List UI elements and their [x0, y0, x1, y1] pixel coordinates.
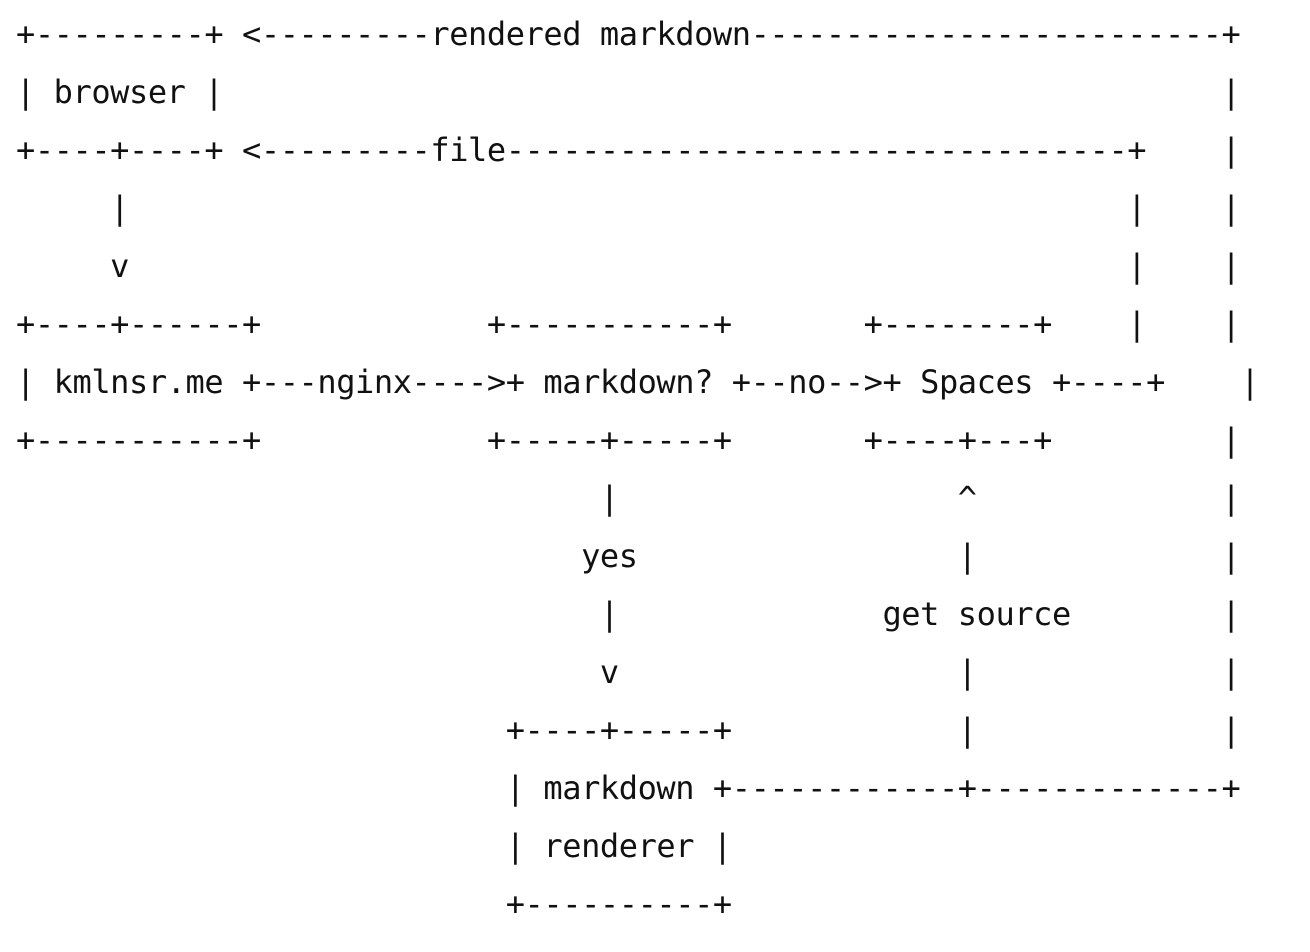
ascii-architecture-diagram: +---------+ <---------rendered markdown-… — [16, 5, 1260, 933]
diagram-line-renderer-label: | renderer | — [16, 827, 732, 865]
diagram-line-renderer-bottom: +----------+ — [16, 885, 732, 923]
diagram-line-arrow-to-renderer: v | | — [16, 653, 1241, 691]
diagram-line-connector: | | | — [16, 189, 1241, 227]
diagram-line-get-source-label: | get source | — [16, 595, 1241, 633]
diagram-line-boxes-top: +----+------+ +-----------+ +--------+ |… — [16, 305, 1241, 343]
diagram-line-main-flow: | kmlnsr.me +---nginx---->+ markdown? +-… — [16, 363, 1260, 401]
diagram-line-browser-top: +---------+ <---------rendered markdown-… — [16, 15, 1241, 53]
diagram-line-yes-label: yes | | — [16, 537, 1241, 575]
diagram-line-branch-connectors: | ^ | — [16, 479, 1241, 517]
diagram-line-renderer-top: +----+-----+ | | — [16, 711, 1241, 749]
diagram-line-browser-label: | browser | | — [16, 73, 1241, 111]
diagram-line-renderer-output: | markdown +------------+-------------+ — [16, 769, 1241, 807]
diagram-line-browser-bottom: +----+----+ <---------file--------------… — [16, 131, 1241, 169]
diagram-line-boxes-bottom: +-----------+ +-----+-----+ +----+---+ | — [16, 421, 1241, 459]
diagram-line-arrow-down: v | | — [16, 247, 1241, 285]
